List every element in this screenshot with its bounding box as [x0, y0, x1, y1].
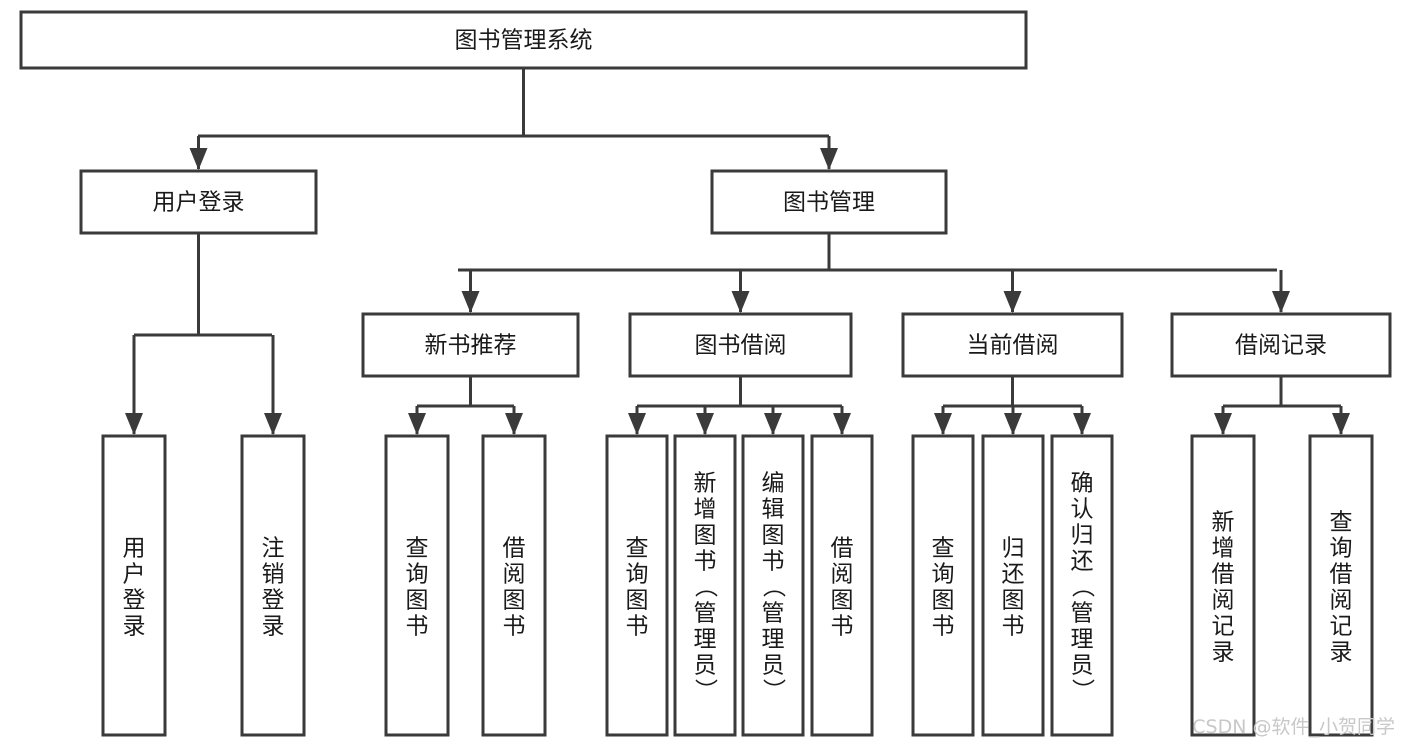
node-level3-1-图书借阅-label: 图书借阅: [695, 333, 787, 359]
arrow-to-归还图书: [1004, 413, 1022, 435]
arrow-to-图书管理: [820, 148, 838, 170]
node-leaf-3[interactable]: 借阅图书: [481, 434, 547, 737]
csdn-watermark: CSDN @软件_小贺同学: [1192, 716, 1395, 738]
arrow-to-用户登录: [189, 148, 208, 170]
node-leaf-5-label: 新增图书（管理员）: [694, 471, 719, 705]
node-level3-3-借阅记录[interactable]: 借阅记录: [1170, 312, 1392, 378]
node-leaf-5[interactable]: 新增图书（管理员）: [673, 434, 737, 737]
node-level2-1-图书管理-label: 图书管理: [783, 190, 875, 216]
node-level3-1-图书借阅-box[interactable]: [628, 312, 853, 378]
arrow-to-新书推荐: [461, 291, 480, 313]
node-leaf-3-label: 借阅图书: [503, 536, 526, 640]
arrow-to-查询图书: [408, 413, 426, 435]
node-leaf-9-box[interactable]: [981, 434, 1045, 737]
arrow-to-新增借阅记录: [1214, 413, 1232, 435]
node-leaf-2-box[interactable]: [384, 434, 450, 737]
node-leaf-7-label: 借阅图书: [831, 536, 854, 640]
node-leaf-12-label: 查询借阅记录: [1330, 510, 1353, 666]
node-level2-1-图书管理[interactable]: 图书管理: [710, 169, 948, 235]
node-leaf-0-box[interactable]: [101, 434, 167, 737]
node-leaf-2[interactable]: 查询图书: [384, 434, 450, 737]
node-level3-0-新书推荐-label: 新书推荐: [425, 333, 517, 359]
arrow-to-查询图书: [628, 413, 646, 435]
node-leaf-0-label: 用户登录: [123, 536, 146, 640]
arrow-to-借阅图书: [505, 413, 523, 435]
node-root-图书管理系统-box[interactable]: [19, 10, 1028, 70]
node-level3-3-借阅记录-box[interactable]: [1170, 312, 1392, 378]
node-leaf-12[interactable]: 查询借阅记录: [1308, 434, 1374, 737]
node-level3-0-新书推荐[interactable]: 新书推荐: [361, 312, 580, 378]
arrow-to-借阅图书: [833, 413, 851, 435]
node-leaf-0[interactable]: 用户登录: [101, 434, 167, 737]
arrow-to-编辑图书管理员: [764, 413, 782, 435]
node-leaf-8-box[interactable]: [911, 434, 975, 737]
node-layer: 图书管理系统用户登录图书管理新书推荐图书借阅当前借阅借阅记录用户登录注销登录查询…: [19, 10, 1392, 737]
node-leaf-2-label: 查询图书: [406, 536, 429, 640]
node-leaf-1-label: 注销登录: [262, 536, 285, 640]
arrow-to-图书借阅: [731, 291, 750, 313]
node-leaf-9[interactable]: 归还图书: [981, 434, 1045, 737]
node-leaf-10-label: 确认归还（管理员）: [1071, 471, 1096, 705]
node-leaf-4[interactable]: 查询图书: [605, 434, 669, 737]
node-leaf-5-box[interactable]: [673, 434, 737, 737]
node-leaf-6-box[interactable]: [741, 434, 805, 737]
node-level2-1-图书管理-box[interactable]: [710, 169, 948, 235]
node-leaf-10-box[interactable]: [1050, 434, 1114, 737]
arrow-to-查询图书: [934, 413, 952, 435]
node-leaf-9-label: 归还图书: [1002, 536, 1025, 640]
node-leaf-4-label: 查询图书: [626, 536, 649, 640]
connector-layer: [125, 68, 1350, 435]
arrow-to-确认归还管理员: [1073, 413, 1091, 435]
node-leaf-11[interactable]: 新增借阅记录: [1190, 434, 1256, 737]
node-level3-0-新书推荐-box[interactable]: [361, 312, 580, 378]
node-leaf-11-label: 新增借阅记录: [1212, 510, 1235, 666]
node-level2-0-用户登录[interactable]: 用户登录: [79, 169, 318, 235]
arrow-to-查询借阅记录: [1332, 413, 1350, 435]
node-leaf-8[interactable]: 查询图书: [911, 434, 975, 737]
node-level2-0-用户登录-box[interactable]: [79, 169, 318, 235]
arrow-to-用户登录: [125, 413, 143, 435]
node-level3-3-借阅记录-label: 借阅记录: [1235, 333, 1327, 359]
node-level3-2-当前借阅[interactable]: 当前借阅: [901, 312, 1124, 378]
node-leaf-3-box[interactable]: [481, 434, 547, 737]
node-leaf-1-box[interactable]: [240, 434, 306, 737]
node-level3-2-当前借阅-box[interactable]: [901, 312, 1124, 378]
node-leaf-6[interactable]: 编辑图书（管理员）: [741, 434, 805, 737]
node-leaf-4-box[interactable]: [605, 434, 669, 737]
node-level2-0-用户登录-label: 用户登录: [153, 190, 245, 216]
arrow-to-当前借阅: [1003, 291, 1022, 313]
node-leaf-11-box[interactable]: [1190, 434, 1256, 737]
node-leaf-1[interactable]: 注销登录: [240, 434, 306, 737]
node-leaf-12-box[interactable]: [1308, 434, 1374, 737]
node-leaf-10[interactable]: 确认归还（管理员）: [1050, 434, 1114, 737]
node-level3-1-图书借阅[interactable]: 图书借阅: [628, 312, 853, 378]
node-leaf-7-box[interactable]: [810, 434, 874, 737]
arrow-to-新增图书管理员: [696, 413, 714, 435]
node-leaf-8-label: 查询图书: [932, 536, 955, 640]
node-root-图书管理系统[interactable]: 图书管理系统: [19, 10, 1028, 70]
node-level3-2-当前借阅-label: 当前借阅: [967, 333, 1059, 359]
arrow-to-注销登录: [264, 413, 282, 435]
node-leaf-6-label: 编辑图书（管理员）: [762, 471, 787, 705]
node-leaf-7[interactable]: 借阅图书: [810, 434, 874, 737]
node-root-图书管理系统-label: 图书管理系统: [455, 28, 593, 54]
arrow-to-借阅记录: [1272, 291, 1290, 313]
